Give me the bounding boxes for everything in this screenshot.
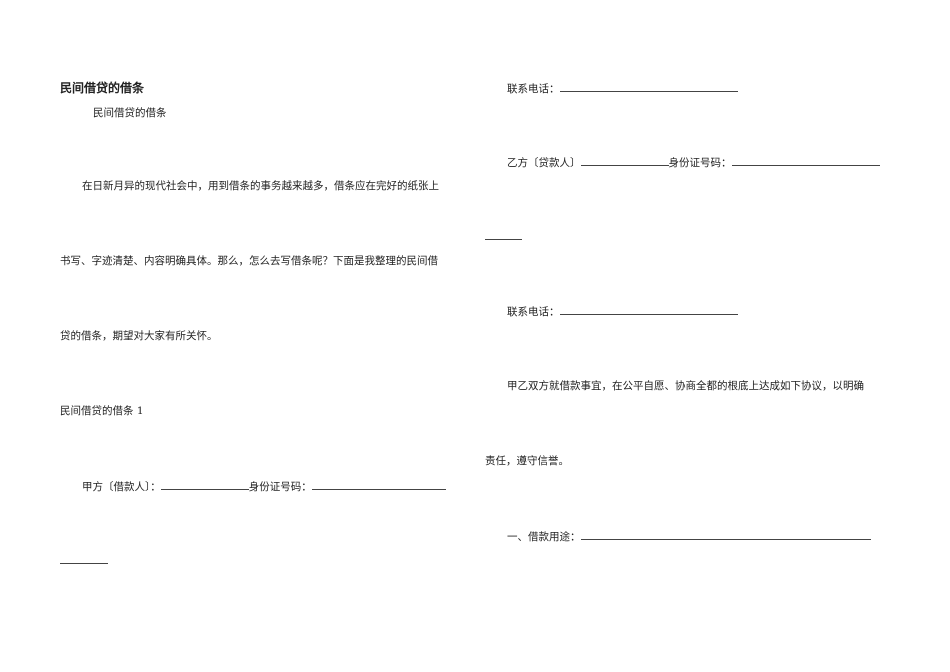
party-b-id-blank-tail — [485, 229, 522, 240]
party-a-label: 甲方〔借款人〕： — [82, 481, 161, 493]
agreement-line-1: 甲乙双方就借款事宜，在公平自愿、协商全都的根底上达成如下协议，以明确 — [507, 380, 864, 392]
party-b-label: 乙方〔贷款人〕 — [507, 157, 581, 169]
party-b-row: 乙方〔贷款人〕 身份证号码： — [507, 155, 880, 170]
party-a-id-label: 身份证号码： — [248, 481, 312, 493]
agreement-line-2: 责任，遵守信誉。 — [485, 455, 569, 467]
party-a-id-blank-continued — [60, 553, 108, 568]
document-subheading: 民间借贷的借条 — [93, 107, 167, 119]
party-a-name-blank — [160, 479, 249, 490]
clause-1-label: 一、借款用途： — [507, 531, 581, 543]
phone-a-blank — [559, 81, 738, 92]
phone-b-label: 联系电话： — [507, 306, 560, 318]
party-b-name-blank — [580, 155, 669, 166]
intro-line-3: 贷的借条，期望对大家有所关怀。 — [60, 330, 218, 342]
party-b-id-blank-continued — [485, 229, 522, 244]
clause-1-blank — [580, 529, 871, 540]
clause-1-row: 一、借款用途： — [507, 529, 871, 544]
sample-title: 民间借贷的借条 1 — [60, 405, 144, 417]
party-b-id-label: 身份证号码： — [668, 157, 732, 169]
party-a-row: 甲方〔借款人〕： 身份证号码： — [82, 479, 446, 494]
phone-b-row: 联系电话： — [507, 304, 738, 319]
phone-a-row: 联系电话： — [507, 81, 738, 96]
phone-a-label: 联系电话： — [507, 83, 560, 95]
phone-b-blank — [559, 304, 738, 315]
party-a-id-blank — [311, 479, 446, 490]
party-a-id-blank-tail — [60, 553, 108, 564]
intro-line-2: 书写、字迹清楚、内容明确具体。那么，怎么去写借条呢？下面是我整理的民间借 — [60, 255, 438, 267]
party-b-id-blank — [731, 155, 880, 166]
document-heading: 民间借贷的借条 — [60, 81, 145, 95]
intro-line-1: 在日新月异的现代社会中，用到借条的事务越来越多，借条应在完好的纸张上 — [82, 180, 439, 192]
